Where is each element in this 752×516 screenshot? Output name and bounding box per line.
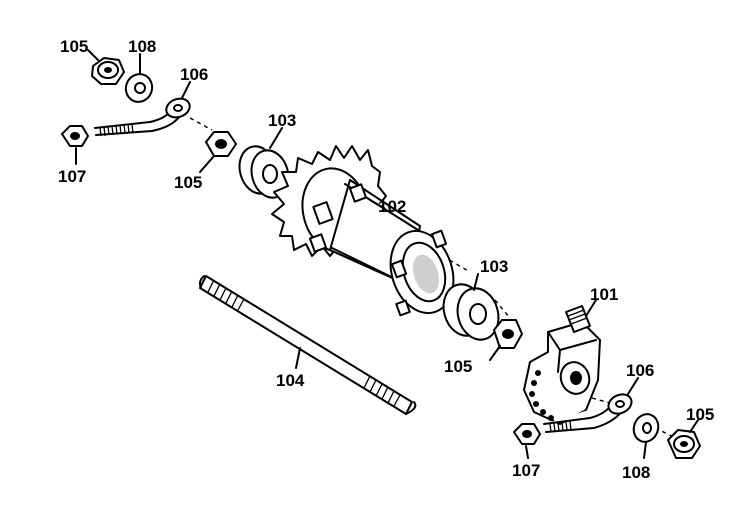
label-108-top: 108 xyxy=(128,37,156,56)
washer-108-top xyxy=(124,73,154,103)
nut-107-left xyxy=(61,125,89,147)
label-102: 102 xyxy=(378,197,406,216)
label-105-top-left: 105 xyxy=(60,37,88,56)
label-104: 104 xyxy=(276,371,305,390)
nut-105-top-left xyxy=(91,57,125,85)
label-105-lower: 105 xyxy=(444,357,472,376)
bearing-103-lower xyxy=(442,283,500,341)
axle-rod-104 xyxy=(199,275,417,415)
sprocket-hub-102 xyxy=(271,145,455,317)
part-labels: 105 108 106 107 105 103 102 103 105 101 … xyxy=(58,37,714,482)
eye-bolt-106-lower xyxy=(543,393,633,433)
label-105-middle: 105 xyxy=(174,173,202,192)
nut-105-middle xyxy=(205,131,237,157)
label-107-right: 107 xyxy=(512,461,540,480)
label-107-left: 107 xyxy=(58,167,86,186)
leader-lines xyxy=(75,49,699,459)
label-103-upper: 103 xyxy=(268,111,296,130)
label-101: 101 xyxy=(590,285,618,304)
nut-105-lower-right xyxy=(667,429,701,459)
label-105-lower-right: 105 xyxy=(686,405,714,424)
washer-108-lower xyxy=(632,413,660,443)
eye-bolt-106-top xyxy=(94,97,191,137)
label-103-lower: 103 xyxy=(480,257,508,276)
bearing-103-upper xyxy=(238,145,290,199)
label-106-top: 106 xyxy=(180,65,208,84)
nut-107-right xyxy=(513,423,541,445)
nut-105-lower xyxy=(493,319,523,349)
bracket-101 xyxy=(523,305,601,425)
label-108-lower: 108 xyxy=(622,463,650,482)
label-106-lower: 106 xyxy=(626,361,654,380)
